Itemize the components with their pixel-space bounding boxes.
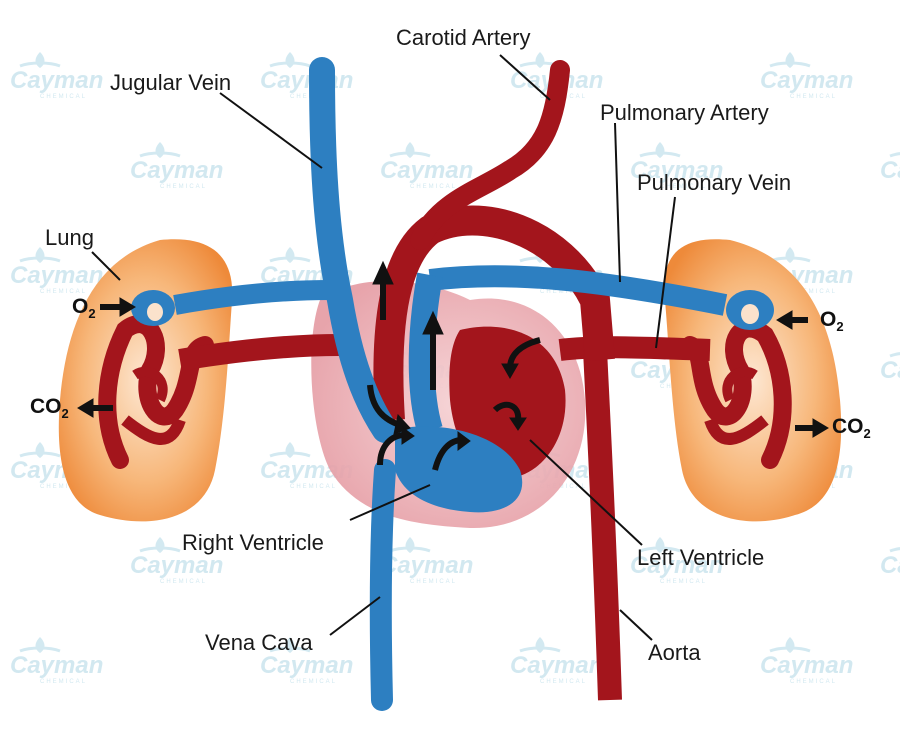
label-carotid-artery: Carotid Artery: [396, 25, 531, 50]
label-o2-right: O2: [820, 308, 844, 335]
flow-arrows: [367, 260, 541, 471]
vena-cava: [369, 459, 396, 711]
label-jugular-vein: Jugular Vein: [110, 70, 232, 95]
pulmonary-artery-left: [173, 280, 331, 315]
label-co2-left: CO2: [30, 395, 69, 422]
label-pulmonary-vein: Pulmonary Vein: [637, 170, 792, 195]
right-lung-capillaries: [681, 290, 792, 469]
pulmonary-vein-left: [178, 334, 341, 371]
label-co2-right: CO2: [832, 415, 871, 442]
carotid-artery: [410, 60, 570, 250]
label-o2-left: O2: [72, 295, 96, 322]
label-pulmonary-artery: Pulmonary Artery: [600, 100, 769, 125]
right-ventricle-blue: [395, 426, 523, 513]
pulmonary-vein-right: [558, 336, 711, 361]
left-lung-capillaries: [98, 290, 214, 469]
pulmonary-artery-right: [428, 265, 728, 316]
jugular-vein: [309, 57, 398, 443]
gas-arrows: [77, 297, 829, 438]
label-right-ventricle: Right Ventricle: [182, 530, 324, 555]
label-left-ventricle: Left Ventricle: [637, 545, 765, 570]
leader-lines: [91, 54, 676, 641]
pulmonary-trunk: [408, 272, 443, 434]
label-vena-cava: Vena Cava: [205, 630, 313, 655]
label-aorta: Aorta: [648, 640, 701, 665]
aorta: [583, 349, 622, 701]
label-lung: Lung: [45, 225, 94, 250]
